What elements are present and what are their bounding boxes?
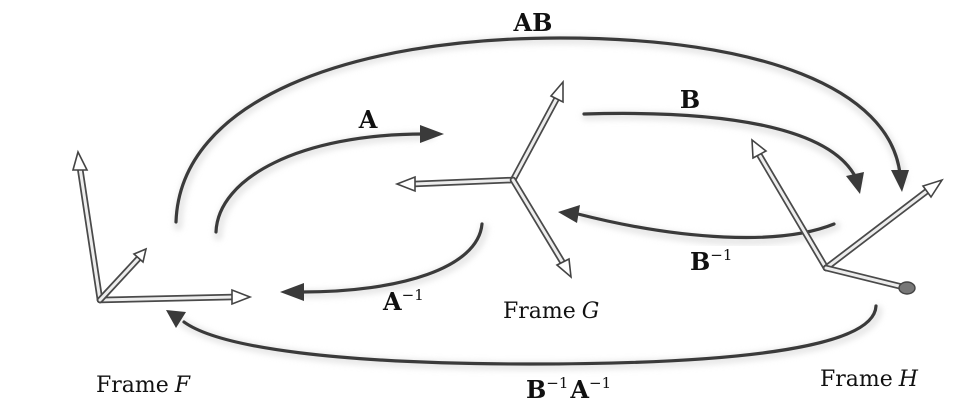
label-a: A	[358, 105, 378, 134]
frame-h-axis-cap	[898, 281, 916, 295]
frame-g-axes	[394, 79, 573, 279]
label-b: B	[680, 85, 700, 114]
label-ab: AB	[513, 8, 553, 37]
arrow-b-inv-a-inv	[166, 304, 883, 371]
frame-f-axes	[71, 149, 253, 306]
arrow-b	[581, 110, 864, 194]
arrow-ab	[173, 35, 909, 231]
label-b-inv-a-inv: B−1A−1	[526, 374, 611, 404]
arrow-b-inverse	[558, 205, 841, 246]
arrow-a	[213, 125, 444, 241]
arrow-a-inverse	[280, 222, 489, 301]
label-b-inverse: B−1	[690, 246, 732, 276]
frame-h-axes	[751, 138, 944, 295]
label-a-inverse: A−1	[382, 286, 424, 316]
